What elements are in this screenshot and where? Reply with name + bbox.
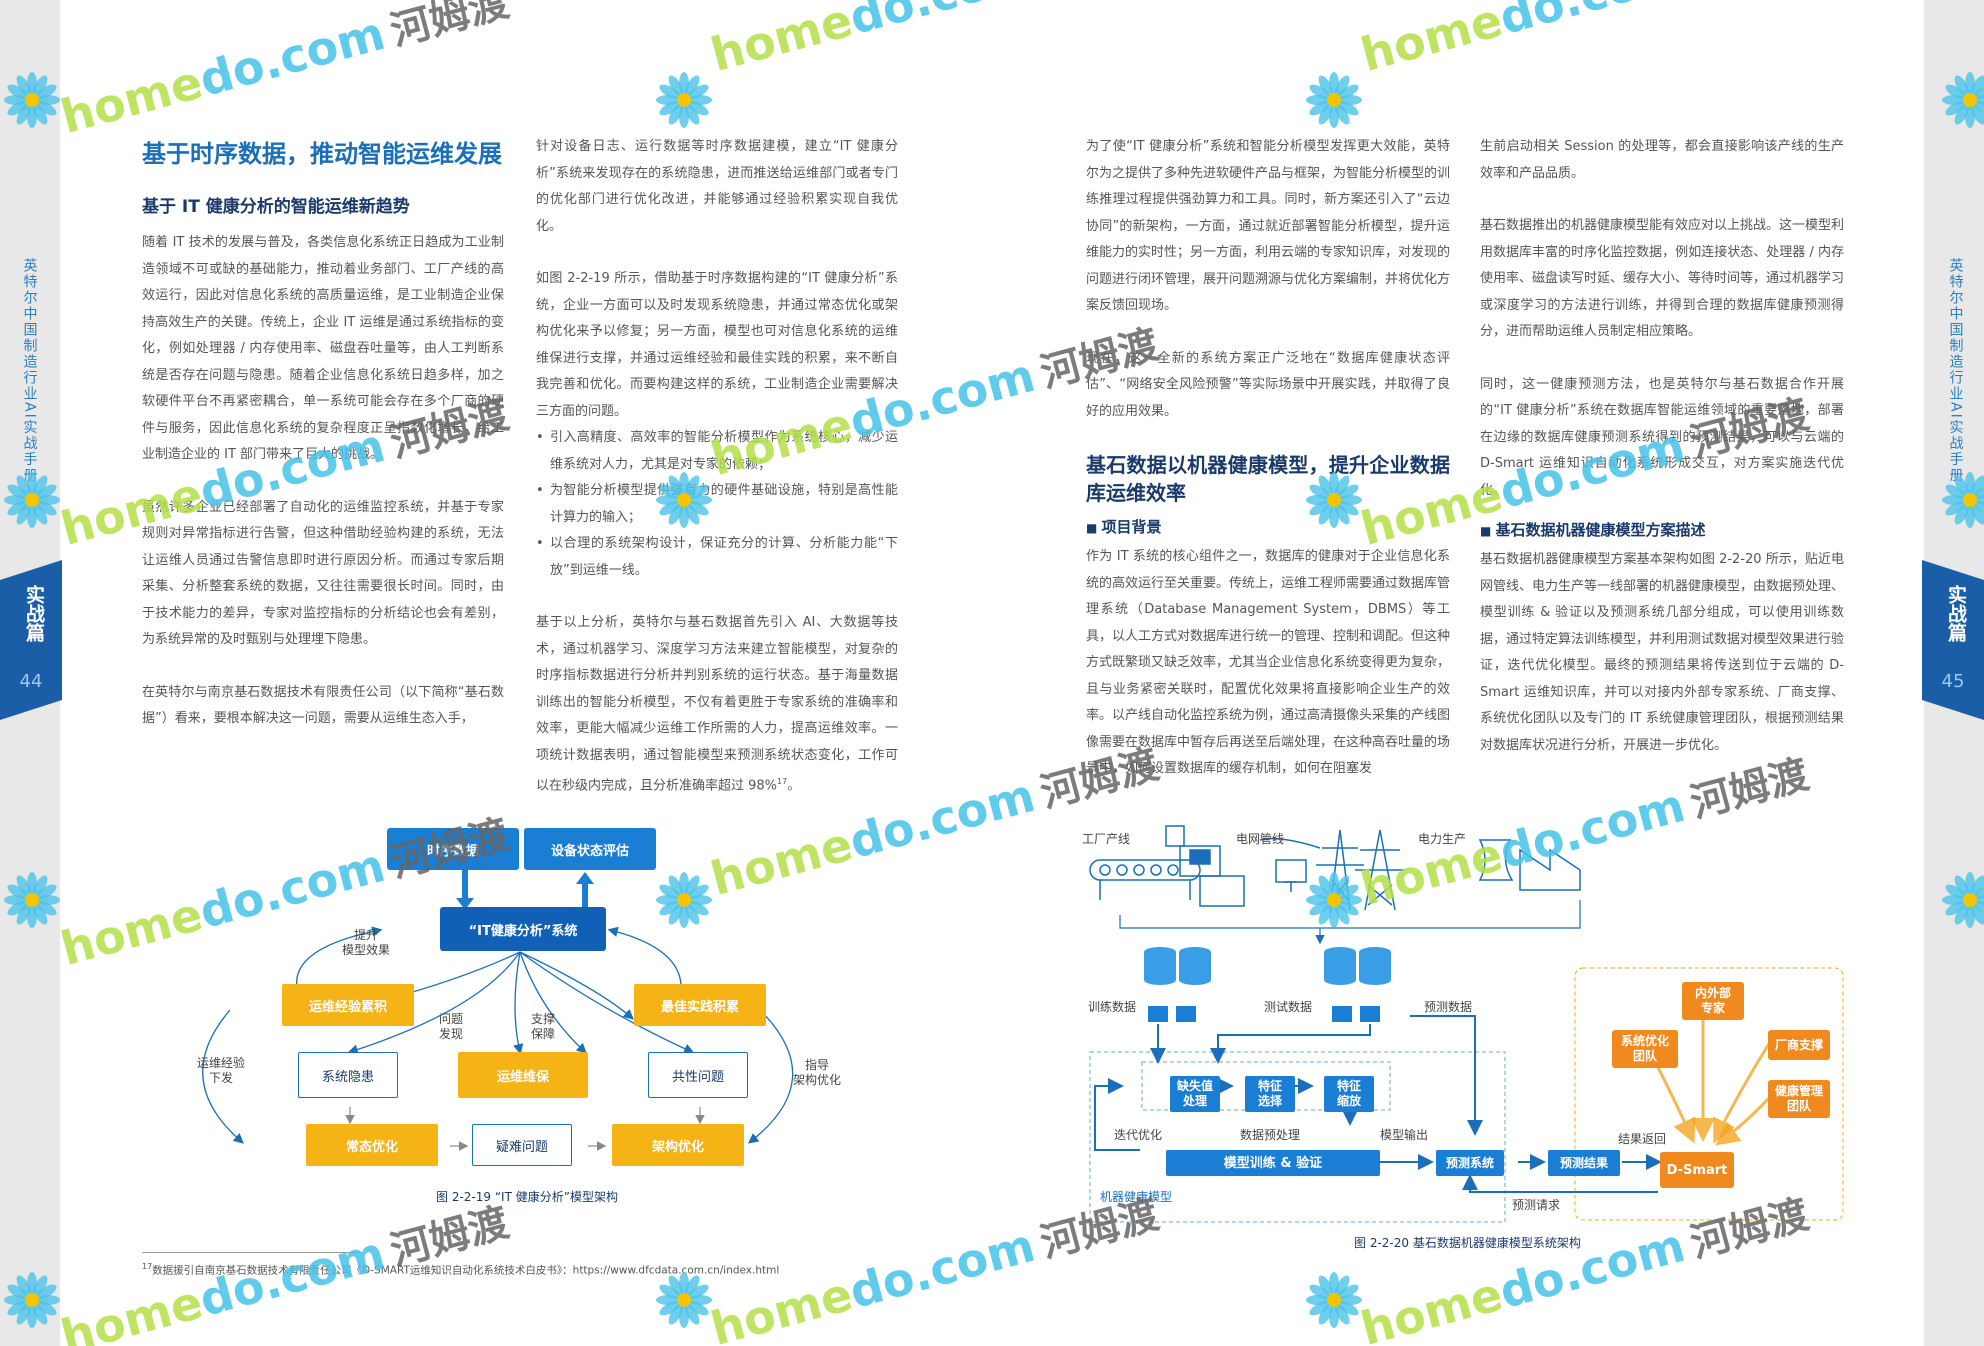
data-cube-icons (1148, 1006, 1380, 1022)
flower-logo-icon (4, 1272, 60, 1328)
system-risk-box: 系统隐患 (298, 1052, 398, 1098)
power-label: 电力生产 (1418, 832, 1467, 846)
database-icons (1144, 947, 1391, 985)
right-page (992, 0, 1924, 1346)
heading-project-background: 项目背景 (1086, 515, 1450, 540)
right-page-number: 45 (1941, 671, 1965, 692)
left-column-2: 针对设备日志、运行数据等时序数据建模，建立“IT 健康分析”系统来发现存在的系统… (536, 134, 898, 826)
list-item: 以合理的系统架构设计，保证充分的计算、分析能力能“下放”到运维一线。 (536, 531, 898, 584)
footnote: 17数据援引自南京基石数据技术有限责任公司《D-SMART运维知识自动化系统技术… (142, 1262, 780, 1277)
factory-line-label: 工厂产线 (1082, 832, 1131, 846)
power-tower-icon (1259, 829, 1405, 911)
paragraph: 随着 IT 技术的发展与普及，各类信息化系统正日趋成为工业制造领域不可或缺的基础… (142, 235, 504, 462)
paragraph: 基于以上分析，英特尔与基石数据首先引入 AI、大数据等技术，通过机器学习、深度学… (536, 615, 898, 794)
normal-optimization-box: 常态优化 (306, 1124, 438, 1166)
right-tab-label: 实战篇 (1945, 585, 1967, 642)
timeseries-data-box: 时序数据 (387, 828, 519, 870)
sys-opt-team-box: 系统优化 团队 (1612, 1030, 1678, 1068)
right-side-vertical-title: 英特尔中国制造行业AI实战手册 (1947, 258, 1964, 484)
paragraph: 同时，这一健康预测方法，也是英特尔与基石数据合作开展的“IT 健康分析”系统在数… (1480, 376, 1844, 498)
arch-optimization-box: 架构优化 (612, 1124, 744, 1166)
heading-solution-desc: 基石数据机器健康模型方案描述 (1480, 518, 1844, 543)
figure-caption-2-2-19: 图 2-2-19 “IT 健康分析”模型架构 (436, 1190, 618, 1204)
missing-value-box: 缺失值 处理 (1170, 1076, 1220, 1112)
train-data-label: 训练数据 (1088, 1000, 1137, 1014)
paragraph: 在英特尔与南京基石数据技术有限责任公司（以下简称“基石数据”）看来，要根本解决这… (142, 684, 504, 727)
left-page (60, 0, 992, 1346)
paragraph: 如图 2-2-19 所示，借助基于时序数据构建的“IT 健康分析”系统，企业一方… (536, 271, 898, 419)
left-section-tab[interactable]: 实战篇 44 (0, 560, 62, 720)
it-health-system-box: “IT健康分析”系统 (440, 907, 606, 951)
list-item: 引入高精度、高效率的智能分析模型作为系统核心，减少运维系统对人力，尤其是对专家的… (536, 425, 898, 478)
vendor-support-box: 厂商支撑 (1768, 1030, 1830, 1060)
right-section-tab[interactable]: 实战篇 45 (1922, 560, 1984, 720)
list-item: 为智能分析模型提供强有力的硬件基础设施，特别是高性能计算力的输入； (536, 478, 898, 531)
paragraph: 生前启动相关 Session 的处理等，都会直接影响该产线的生产效率和产品品质。 (1480, 139, 1844, 181)
prediction-result-box: 预测结果 (1548, 1150, 1620, 1176)
common-issue-box: 共性问题 (648, 1052, 748, 1098)
paragraph: 基石数据推出的机器健康模型能有效应对以上挑战。这一模型利用数据库丰富的时序化监控… (1480, 218, 1845, 339)
machine-health-diagram-graphics (1089, 825, 1844, 1223)
left-tab-label: 实战篇 (23, 585, 45, 642)
label-improve-model: 提升 模型效果 (341, 928, 390, 957)
pred-data-label: 预测数据 (1424, 1000, 1473, 1014)
best-practice-box: 最佳实践积累 (634, 984, 766, 1026)
it-health-diagram-connectors (202, 870, 794, 1151)
label-problem-found: 问题 发现 (438, 1012, 463, 1041)
health-mgmt-team-box: 健康管理 团队 (1768, 1080, 1830, 1118)
left-page-number: 44 (19, 671, 43, 692)
machine-model-label: 机器健康模型 (1100, 1190, 1173, 1204)
paragraph: 针对设备日志、运行数据等时序数据建模，建立“IT 健康分析”系统来发现存在的系统… (536, 139, 898, 234)
left-column-1: 基于时序数据，推动智能运维发展 基于 IT 健康分析的智能运维新趋势 随着 IT… (142, 138, 504, 759)
footnote-ref[interactable]: 17 (777, 777, 788, 786)
ops-maintenance-box: 运维维保 (458, 1052, 588, 1098)
device-eval-box: 设备状态评估 (524, 828, 656, 870)
right-column-1: 为了使“IT 健康分析”系统和智能分析模型发挥更大效能，英特尔为之提供了多种先进… (1086, 134, 1450, 809)
pred-request-label: 预测请求 (1512, 1198, 1561, 1212)
footnote-rule (142, 1252, 362, 1253)
flower-logo-icon (4, 872, 60, 928)
paragraph: 虽然许多企业已经部署了自动化的运维监控系统，并基于专家规则对异常指标进行告警，但… (142, 499, 504, 648)
prediction-system-box: 预测系统 (1436, 1150, 1504, 1176)
figure-caption-2-2-20: 图 2-2-20 基石数据机器健康模型系统架构 (1354, 1236, 1581, 1250)
feature-select-box: 特征 选择 (1245, 1076, 1295, 1112)
experts-box: 内外部 专家 (1682, 982, 1744, 1020)
ops-experience-box: 运维经验累积 (282, 984, 414, 1026)
paragraph: 作为 IT 系统的核心组件之一，数据库的健康对于企业信息化系统的高效运行至关重要… (1086, 549, 1451, 776)
right-column-2: 生前启动相关 Session 的处理等，都会直接影响该产线的生产效率和产品品质。… (1480, 134, 1844, 785)
paragraph: 基石数据机器健康模型方案基本架构如图 2-2-20 所示，贴近电网管线、电力生产… (1480, 552, 1845, 753)
train-validate-box: 模型训练 & 验证 (1166, 1150, 1380, 1176)
flower-logo-icon (1942, 872, 1984, 928)
label-exp-down: 运维经验 下发 (196, 1056, 245, 1085)
feature-scale-box: 特征 缩放 (1324, 1076, 1374, 1112)
machine-model-frame (1089, 1051, 1506, 1223)
hard-issue-box: 疑难问题 (472, 1124, 572, 1166)
paragraph: 为了使“IT 健康分析”系统和智能分析模型发挥更大效能，英特尔为之提供了多种先进… (1086, 139, 1451, 313)
result-return-label: 结果返回 (1618, 1132, 1667, 1146)
test-data-label: 测试数据 (1264, 1000, 1313, 1014)
label-support: 支撑 保障 (530, 1012, 555, 1041)
flower-logo-icon (4, 72, 60, 128)
power-plant-icon (1478, 839, 1581, 891)
factory-icon (1089, 825, 1245, 907)
label-guide-arch: 指导 架构优化 (792, 1058, 841, 1087)
model-output-label: 模型输出 (1380, 1128, 1429, 1142)
section-subtitle: 基于 IT 健康分析的智能运维新趋势 (142, 197, 410, 217)
cloud-frame (1574, 967, 1844, 1221)
left-side-vertical-title: 英特尔中国制造行业AI实战手册 (21, 258, 38, 484)
section-title: 基于时序数据，推动智能运维发展 (142, 140, 502, 168)
flower-logo-icon (1942, 72, 1984, 128)
section-title: 基石数据以机器健康模型，提升企业数据库运维效率 (1086, 453, 1450, 505)
paragraph: 现在，这一全新的系统方案正广泛地在“数据库健康状态评估”、“网络安全风险预警”等… (1086, 350, 1450, 419)
dsmart-box: D-Smart (1660, 1152, 1734, 1188)
preprocess-label: 数据预处理 (1240, 1128, 1301, 1142)
grid-label: 电网管线 (1236, 832, 1285, 846)
bullet-list: 引入高精度、高效率的智能分析模型作为系统核心，减少运维系统对人力，尤其是对专家的… (536, 425, 898, 584)
iter-opt-label: 迭代优化 (1114, 1128, 1163, 1142)
